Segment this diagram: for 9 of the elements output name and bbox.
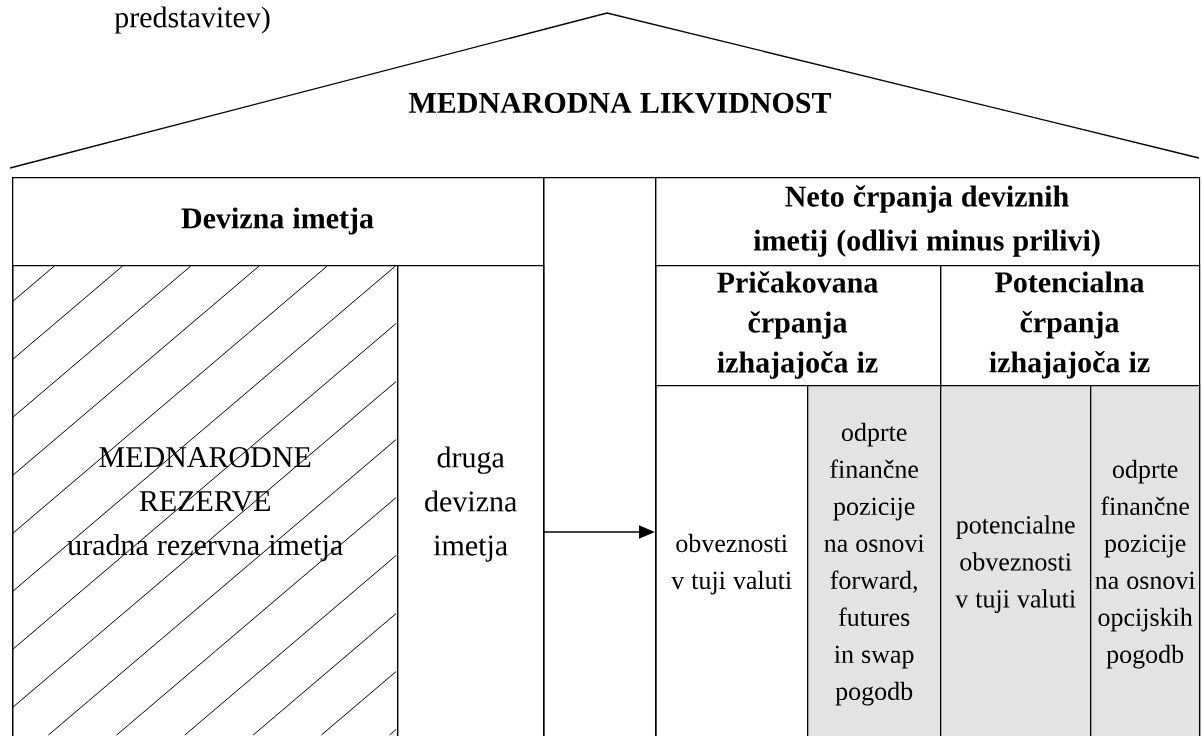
column-box bbox=[543, 177, 657, 736]
table-cell: odprte finančne pozicije na osnovi opcijskih pogodb bbox=[1090, 385, 1201, 736]
table-cell: obveznosti v tuji valuti bbox=[655, 385, 809, 736]
node-label: odprte finančne pozicije na osnovi forward, futures in swap pogodb bbox=[824, 422, 925, 706]
table-cell: odprte finančne pozicije na osnovi forward, futures in swap pogodb bbox=[807, 385, 942, 736]
table-cell: druga devizna imetja bbox=[397, 265, 545, 736]
caption-text: predstavitev) bbox=[114, 6, 270, 34]
node-label: potencialne obveznosti v tuji valuti bbox=[955, 515, 1076, 613]
table-cell: potencialne obveznosti v tuji valuti bbox=[940, 385, 1092, 736]
